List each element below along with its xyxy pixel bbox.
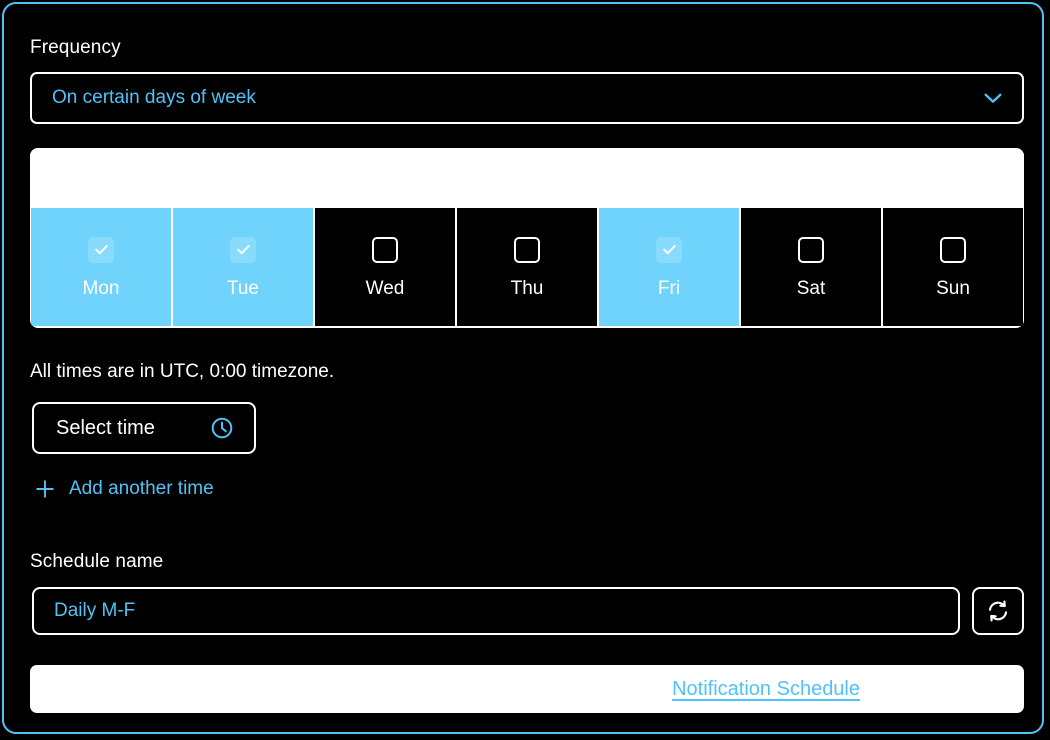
frequency-label: Frequency xyxy=(30,37,121,58)
select-time-button[interactable]: Select time xyxy=(32,402,256,454)
day-label: Tue xyxy=(226,277,260,299)
checkbox-checked-icon xyxy=(88,236,114,263)
checkbox-empty-icon xyxy=(372,236,398,263)
add-another-time-label: Add another time xyxy=(69,478,214,499)
add-another-time-button[interactable]: Add another time xyxy=(34,478,214,500)
day-cell-sun[interactable]: Sun xyxy=(883,208,1023,326)
day-cell-sat[interactable]: Sat xyxy=(741,208,881,326)
day-label: Thu xyxy=(510,277,544,299)
day-cell-tue[interactable]: Tue xyxy=(173,208,313,326)
days-of-week-row: Mon Tue Wed Thu Fri Sat Sun xyxy=(31,208,1023,326)
checkbox-empty-icon xyxy=(940,236,966,263)
checkbox-checked-icon xyxy=(656,236,682,263)
chevron-down-icon xyxy=(984,93,1002,103)
day-label: Fri xyxy=(657,277,681,299)
checkbox-empty-icon xyxy=(798,236,824,263)
plus-icon xyxy=(36,480,54,498)
day-cell-thu[interactable]: Thu xyxy=(457,208,597,326)
day-label: Sun xyxy=(936,277,970,299)
refresh-icon xyxy=(988,600,1008,622)
day-label: Wed xyxy=(365,277,405,299)
frequency-selected-value: On certain days of week xyxy=(52,87,256,108)
clock-icon xyxy=(211,417,233,439)
panel-content: Frequency On certain days of week Mon Tue… xyxy=(4,4,1042,732)
select-time-label: Select time xyxy=(56,416,155,439)
footer-bar: Notification Schedule xyxy=(30,665,1024,713)
days-card-header xyxy=(30,148,1024,208)
frequency-select[interactable]: On certain days of week xyxy=(30,72,1024,124)
regenerate-name-button[interactable] xyxy=(972,587,1024,635)
schedule-name-label: Schedule name xyxy=(30,551,164,572)
checkbox-empty-icon xyxy=(514,236,540,263)
day-label: Mon xyxy=(82,277,120,299)
timezone-note: All times are in UTC, 0:00 timezone. xyxy=(30,361,335,382)
checkbox-checked-icon xyxy=(230,236,256,263)
day-label: Sat xyxy=(796,277,826,299)
day-cell-fri[interactable]: Fri xyxy=(599,208,739,326)
days-of-week-card: Mon Tue Wed Thu Fri Sat Sun xyxy=(30,148,1024,328)
day-cell-wed[interactable]: Wed xyxy=(315,208,455,326)
schedule-name-input[interactable] xyxy=(32,587,960,635)
day-cell-mon[interactable]: Mon xyxy=(31,208,171,326)
notification-schedule-link[interactable]: Notification Schedule xyxy=(672,677,860,700)
